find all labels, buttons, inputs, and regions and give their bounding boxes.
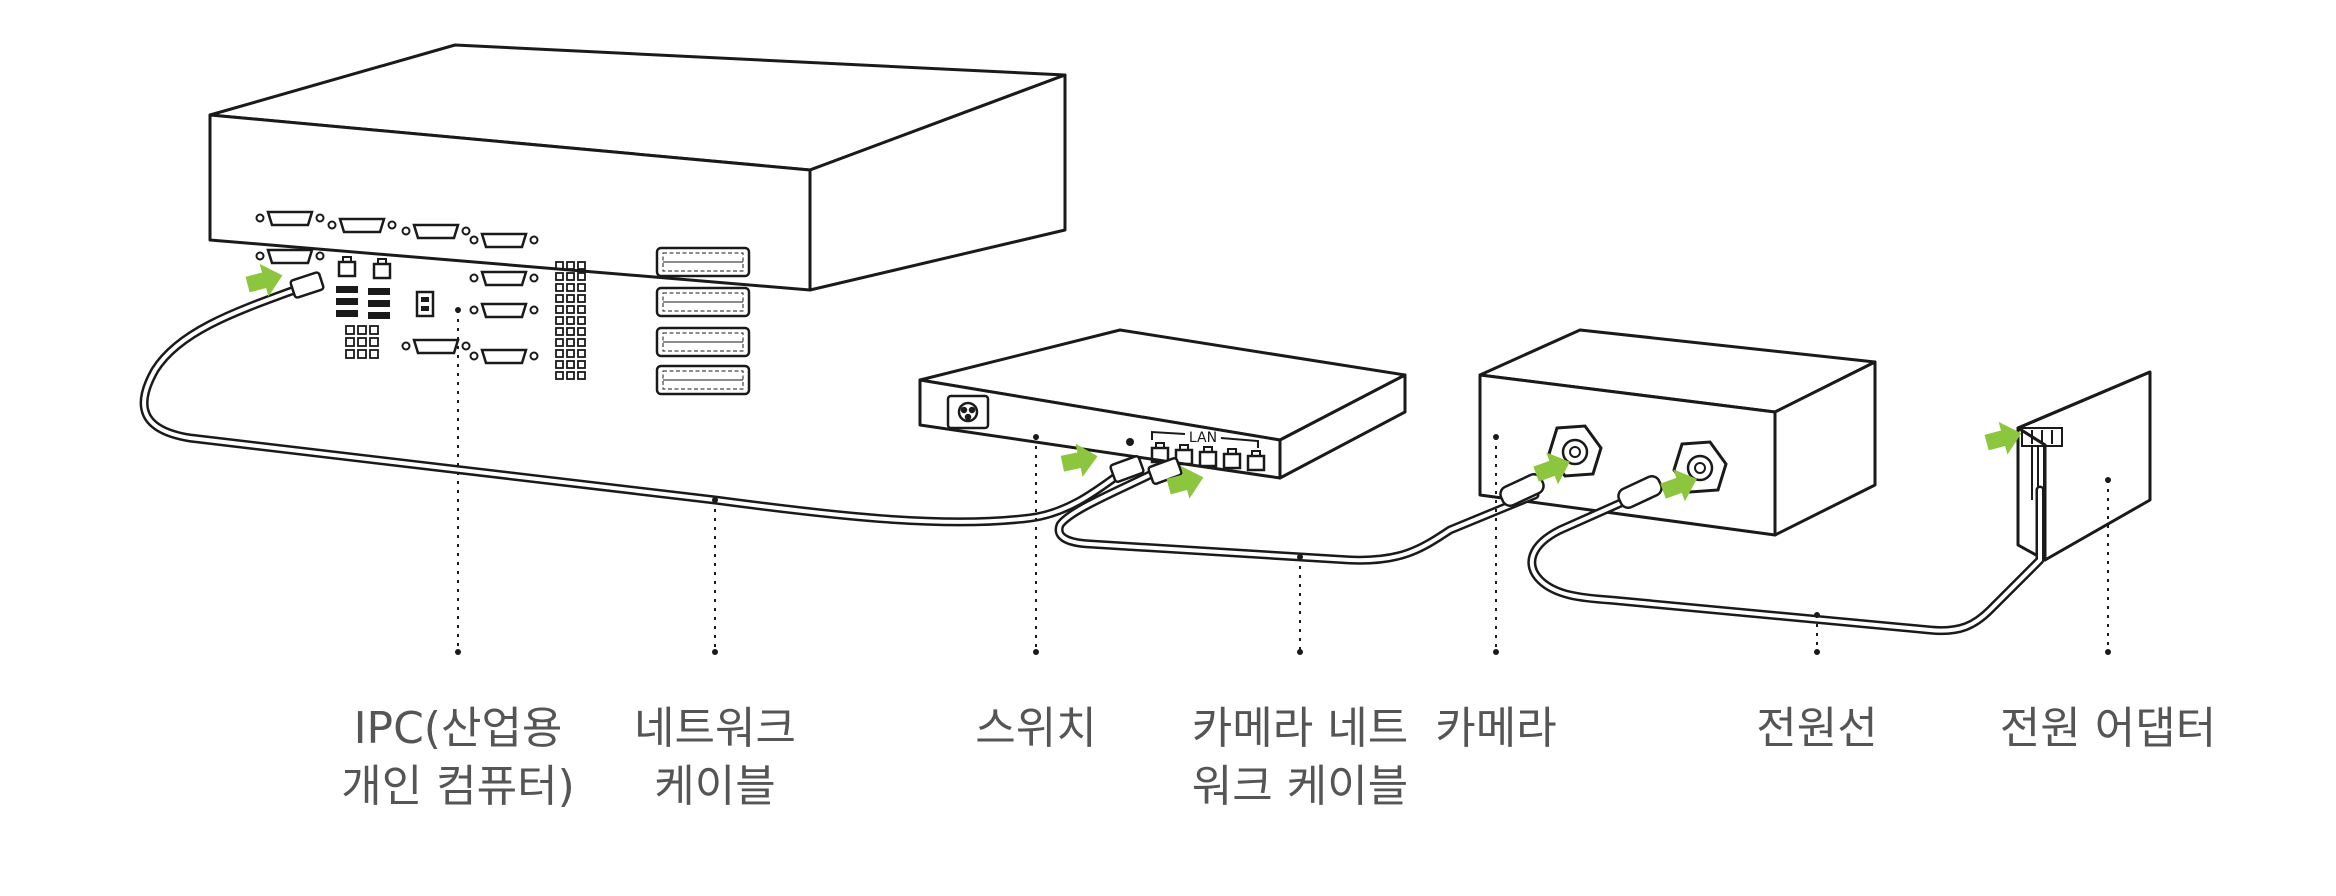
power-adapter-terminals bbox=[2021, 427, 2063, 500]
camera-label-line-1: 카메라 bbox=[1435, 703, 1557, 754]
switch-lan-bracket bbox=[1151, 430, 1259, 448]
camera-unit bbox=[1478, 328, 1877, 537]
ipc-lan-ports bbox=[337, 255, 392, 280]
ipc-small-holes bbox=[345, 325, 379, 359]
power-adapter-label: 전원 어댑터 bbox=[1978, 700, 2238, 758]
switch-label-line-1: 스위치 bbox=[975, 703, 1097, 754]
power-cable-label-line-1: 전원선 bbox=[1756, 703, 1878, 754]
camera-network-cable-label-line-2: 워크 케이블 bbox=[1191, 761, 1409, 812]
leader-lines bbox=[455, 307, 2111, 655]
ipc-label: IPC(산업용 개인 컴퓨터) bbox=[338, 700, 578, 816]
network-cable-label-line-2: 케이블 bbox=[654, 761, 776, 812]
ipc-usb-ports bbox=[336, 286, 435, 319]
camera-network-cable-label-line-1: 카메라 네트 bbox=[1191, 703, 1409, 754]
switch-power-socket bbox=[946, 394, 990, 430]
network-cable-label: 네트워크 케이블 bbox=[615, 700, 815, 816]
power-adapter-label-line-1: 전원 어댑터 bbox=[1999, 703, 2217, 754]
network-cable bbox=[139, 271, 1145, 527]
ipc-label-line-2: 개인 컴퓨터) bbox=[341, 761, 575, 812]
network-cable-label-line-1: 네트워크 bbox=[634, 703, 796, 754]
switch-unit bbox=[918, 328, 1407, 480]
switch-lan-label: LAN bbox=[1189, 430, 1217, 446]
switch-label: 스위치 bbox=[946, 700, 1126, 758]
power-cable bbox=[1527, 475, 2045, 636]
power-cable-label: 전원선 bbox=[1737, 700, 1897, 758]
ipc-unit bbox=[208, 43, 1067, 292]
ipc-io-grid bbox=[555, 261, 586, 380]
camera-label: 카메라 bbox=[1416, 700, 1576, 758]
switch-led bbox=[1126, 438, 1134, 446]
ipc-label-line-1: IPC(산업용 bbox=[353, 703, 563, 754]
camera-network-cable-label: 카메라 네트 워크 케이블 bbox=[1170, 700, 1430, 816]
